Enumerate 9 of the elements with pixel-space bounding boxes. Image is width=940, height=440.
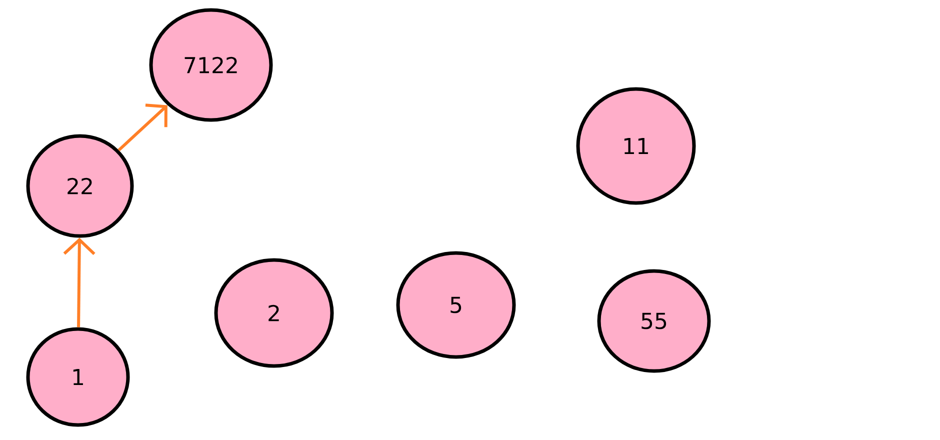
circle-node: 1 [26, 327, 130, 427]
circle-node: 55 [597, 269, 711, 373]
circle-node: 2 [214, 258, 334, 368]
arrow [118, 104, 168, 152]
circle-node: 7122 [149, 8, 273, 122]
circle-node: 22 [26, 134, 134, 238]
arrow [63, 238, 96, 328]
circle-node: 11 [576, 87, 696, 205]
circle-node: 5 [396, 251, 516, 359]
